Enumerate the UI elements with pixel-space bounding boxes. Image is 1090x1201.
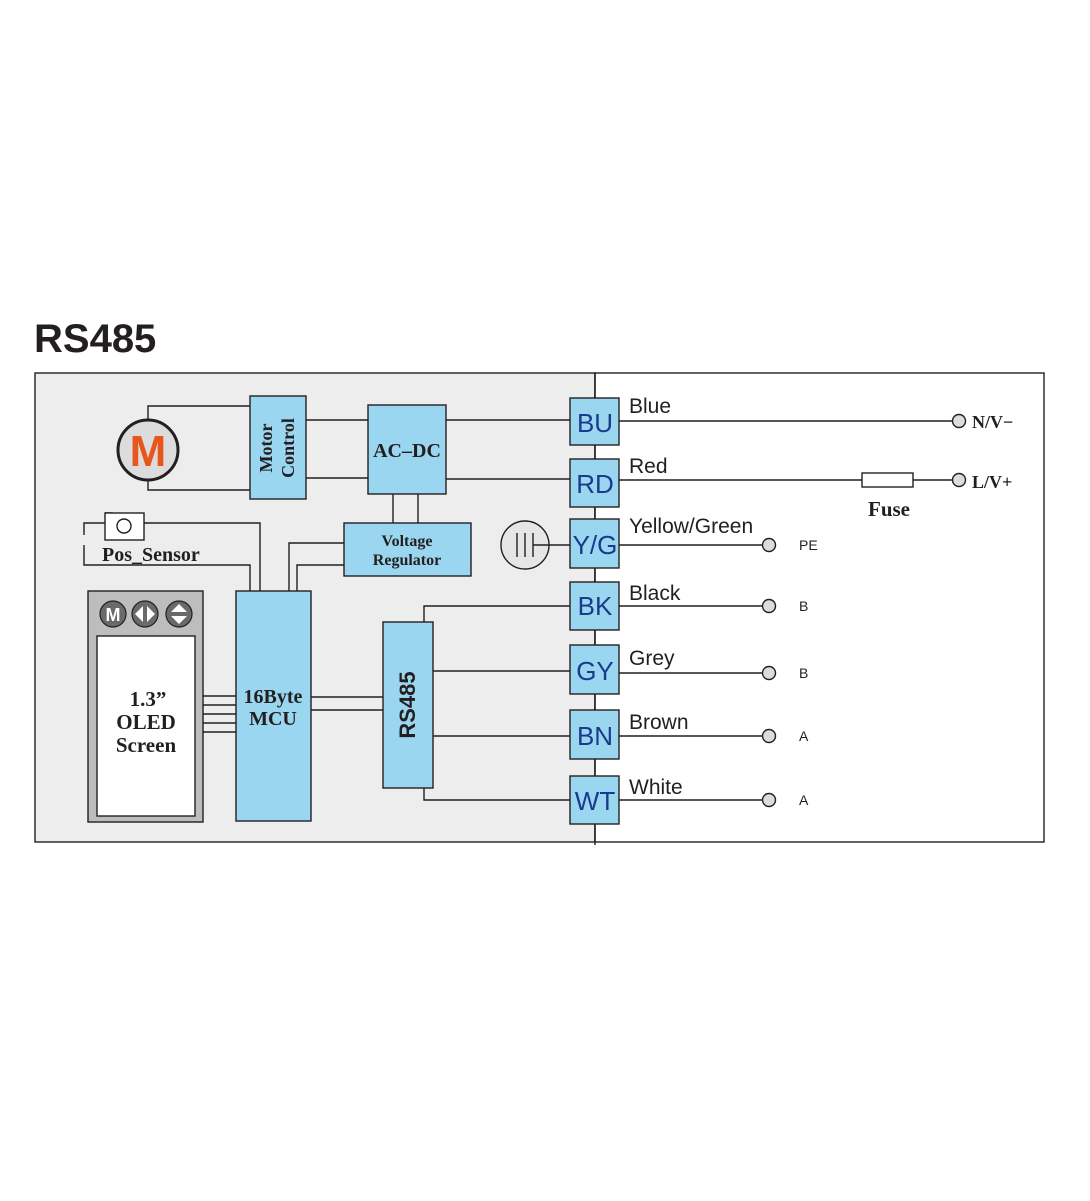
oled-label-line2: OLED xyxy=(116,710,176,734)
motor-letter: M xyxy=(130,427,167,476)
position-sensor: Pos_Sensor xyxy=(102,512,200,566)
fuse: Fuse xyxy=(861,472,914,521)
terminal-code: RD xyxy=(576,469,614,499)
voltage-regulator-label-line1: Voltage xyxy=(382,533,433,550)
mcu-label-line1: 16Byte xyxy=(244,686,303,708)
terminal-rd: RD Red xyxy=(569,455,668,508)
up-down-button-icon xyxy=(165,600,193,628)
wire-label: Blue xyxy=(629,395,671,418)
signal-endpoint: B xyxy=(761,665,808,681)
signal-endpoint: PE xyxy=(761,537,818,553)
terminal-code: BN xyxy=(577,721,613,751)
ground-icon xyxy=(500,520,570,570)
terminal-bk: BK Black xyxy=(569,581,681,631)
left-right-button-icon xyxy=(131,600,159,628)
motor: M xyxy=(116,418,180,482)
motor-icon xyxy=(116,418,180,482)
rs485-label: RS485 xyxy=(395,671,420,738)
acdc-label: AC–DC xyxy=(373,440,441,462)
svg-text:Control: Control xyxy=(278,418,298,478)
signal-endpoint: A xyxy=(761,728,809,744)
oled-label-line1: 1.3” xyxy=(130,687,167,711)
terminal-bn: BN Brown xyxy=(569,709,689,760)
wire-label: Red xyxy=(629,455,668,478)
internal-wires xyxy=(83,405,570,801)
signal-label: N/V− xyxy=(972,412,1013,432)
signal-label: PE xyxy=(799,537,818,553)
menu-button-icon: M xyxy=(99,600,127,628)
terminal-code: WT xyxy=(575,786,616,816)
external-panel xyxy=(594,372,1045,843)
voltage-regulator-label-line2: Regulator xyxy=(373,552,441,569)
voltage-regulator-block: Voltage Regulator xyxy=(343,522,472,577)
terminal-code: GY xyxy=(576,656,614,686)
signal-label: B xyxy=(799,665,808,681)
terminal-bu: BU Blue xyxy=(569,395,671,446)
signal-endpoint: B xyxy=(761,598,808,614)
signal-endpoint: L/V+ xyxy=(951,472,1012,492)
signal-label: A xyxy=(799,728,809,744)
svg-text:Motor: Motor xyxy=(256,424,276,473)
wire-label: Yellow/Green xyxy=(629,515,753,538)
motor-control-label-line2: Control xyxy=(278,418,298,478)
wire-label: Grey xyxy=(629,647,675,670)
position-sensor-label: Pos_Sensor xyxy=(102,544,200,566)
mcu-block: 16Byte MCU xyxy=(235,590,312,822)
signal-label: L/V+ xyxy=(972,472,1012,492)
motor-control-block: Motor Control xyxy=(249,395,307,500)
svg-text:M: M xyxy=(106,605,121,625)
terminal-wt: WT White xyxy=(569,775,683,825)
terminal-code: Y/G xyxy=(573,530,618,560)
wire-label: Black xyxy=(629,582,681,605)
terminal-yg: Y/G Yellow/Green xyxy=(569,515,753,569)
signal-label: A xyxy=(799,792,809,808)
oled-screen: M 1.3” OLED Screen xyxy=(87,590,204,823)
wire-label: White xyxy=(629,776,683,799)
terminal-code: BU xyxy=(577,408,613,438)
motor-control-label-line1: Motor xyxy=(256,424,276,473)
rs485-block: RS485 xyxy=(382,621,434,789)
signal-endpoint: N/V− xyxy=(951,412,1013,432)
mcu-label-line2: MCU xyxy=(249,708,297,730)
oled-label-line3: Screen xyxy=(116,733,177,757)
fuse-icon xyxy=(861,472,914,488)
wire-label: Brown xyxy=(629,711,689,734)
fuse-label: Fuse xyxy=(868,497,910,521)
svg-text:RS485: RS485 xyxy=(395,671,420,738)
signal-endpoint: A xyxy=(761,792,809,808)
terminal-gy: GY Grey xyxy=(569,644,675,695)
page-title: RS485 xyxy=(34,317,156,361)
acdc-block: AC–DC xyxy=(367,404,447,495)
signal-label: B xyxy=(799,598,808,614)
terminal-code: BK xyxy=(578,591,613,621)
